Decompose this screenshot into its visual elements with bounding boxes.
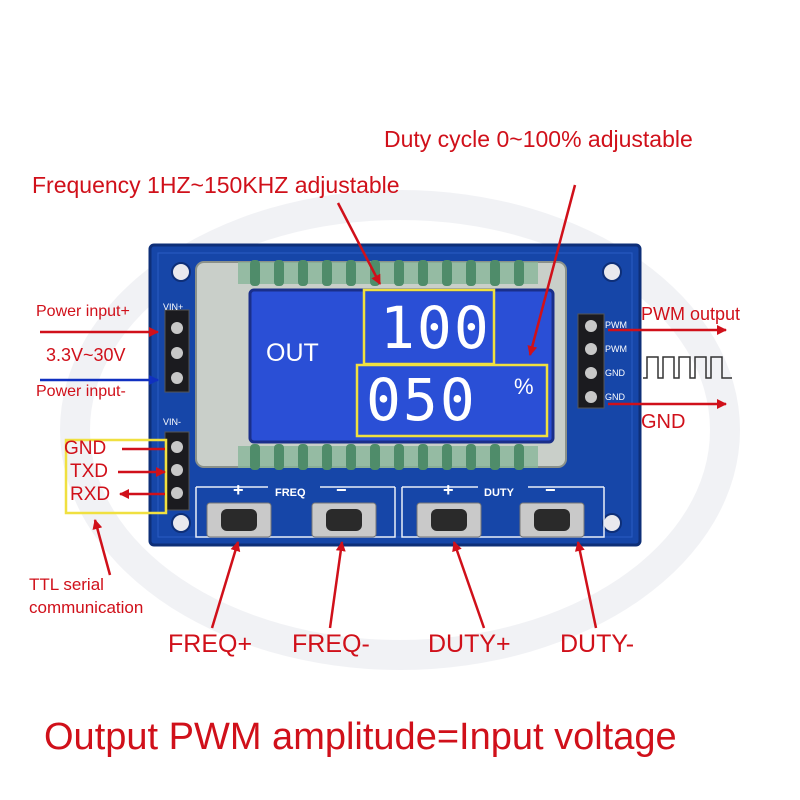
duty-button-group	[401, 486, 605, 538]
txd-label: TXD	[70, 461, 108, 482]
freq-minus-arrow	[328, 541, 346, 629]
pin-label-vin-minus: VIN-	[163, 417, 181, 427]
gnd-right-label: GND	[641, 411, 686, 433]
lcd-duty-value: 050	[366, 366, 477, 434]
power-input-minus-label: Power input-	[36, 383, 126, 400]
duty-highlight-box	[355, 363, 549, 438]
freq-button-group	[195, 486, 396, 538]
lcd-connector-top	[238, 260, 538, 286]
right-pin-header	[577, 313, 605, 409]
voltage-range-label: 3.3V~30V	[46, 345, 126, 365]
duty-group-label: DUTY	[484, 487, 514, 499]
duty-plus-arrow	[452, 541, 486, 629]
duty-minus-arrow	[574, 541, 598, 629]
duty-minus-label: DUTY-	[560, 630, 635, 658]
duty-arrow	[527, 184, 577, 356]
freq-plus-arrow	[210, 541, 241, 629]
ttl-label-line2: communication	[29, 598, 144, 617]
freq-minus-sign: −	[336, 480, 347, 500]
lcd-percent-sign: %	[514, 374, 534, 399]
ttl-arrow	[92, 519, 112, 576]
bottom-caption: Output PWM amplitude=Input voltage	[44, 716, 677, 758]
freq-plus-label: FREQ+	[168, 630, 253, 658]
pin-label-vin-plus: VIN+	[163, 302, 184, 312]
pin-label-gnd-2: GND	[605, 392, 625, 402]
left-pin-header	[164, 309, 190, 511]
pwm-output-label: PWM output	[641, 304, 741, 324]
pin-label-pwm-2: PWM	[605, 344, 627, 354]
duty-plus-sign: +	[443, 480, 454, 500]
rxd-label: RXD	[70, 484, 111, 505]
duty-cycle-annotation: Duty cycle 0~100% adjustable	[384, 126, 693, 152]
duty-minus-sign: −	[545, 480, 556, 500]
duty-plus-label: DUTY+	[428, 630, 511, 658]
gnd-left-label: GND	[64, 438, 107, 459]
pwm-waveform-icon	[643, 356, 732, 379]
ttl-highlight-box	[64, 438, 168, 515]
annotation-arrows	[40, 184, 727, 629]
ttl-label-line1: TTL serial	[29, 575, 104, 594]
frequency-arrow	[336, 202, 382, 285]
lcd-module	[195, 260, 567, 470]
lcd-frequency-value: 100	[380, 294, 491, 362]
freq-plus-sign: +	[233, 480, 244, 500]
freq-minus-label: FREQ-	[292, 630, 370, 658]
lcd-out-label: OUT	[266, 339, 319, 367]
lcd-connector-bottom	[238, 444, 538, 470]
power-input-plus-label: Power input+	[36, 303, 130, 320]
frequency-annotation: Frequency 1HZ~150KHZ adjustable	[32, 172, 400, 198]
freq-group-label: FREQ	[275, 487, 306, 499]
pin-label-pwm-1: PWM	[605, 320, 627, 330]
pin-label-gnd-1: GND	[605, 368, 625, 378]
